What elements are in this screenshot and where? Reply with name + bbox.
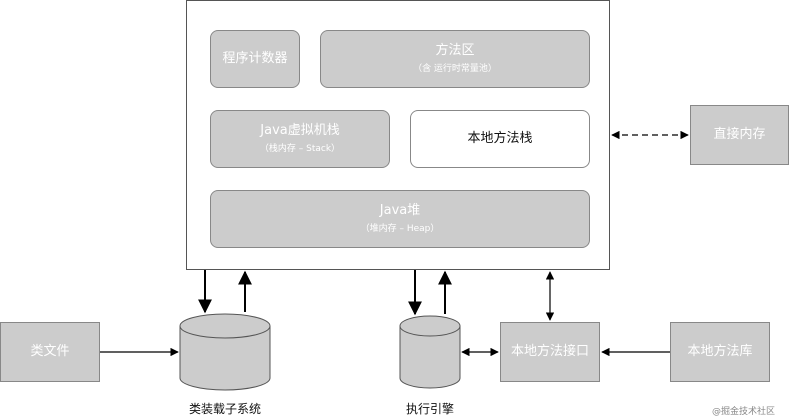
class-loader-cylinder (179, 313, 271, 391)
pc-register-label: 程序计数器 (222, 51, 288, 66)
native-method-stack-label: 本地方法栈 (467, 131, 533, 146)
method-area-title: 方法区 (435, 43, 475, 58)
method-area-box: 方法区 （含 运行时常量池） (320, 30, 590, 88)
native-method-interface-box: 本地方法接口 (500, 322, 600, 382)
direct-memory-label: 直接内存 (713, 127, 766, 142)
pc-register-box: 程序计数器 (210, 30, 300, 88)
native-method-library-box: 本地方法库 (670, 322, 770, 382)
watermark: @掘金技术社区 (712, 407, 776, 417)
java-heap-title: Java堆 (379, 203, 421, 218)
java-heap-box: Java堆 （堆内存 – Heap） (210, 190, 590, 248)
native-method-interface-label: 本地方法接口 (510, 344, 589, 359)
class-file-box: 类文件 (0, 322, 100, 382)
method-area-subtitle: （含 运行时常量池） (413, 64, 497, 74)
direct-memory-box: 直接内存 (690, 105, 789, 165)
native-method-stack-box: 本地方法栈 (410, 110, 590, 168)
execution-engine-caption: 执行引擎 (405, 402, 454, 416)
jvm-stack-box: Java虚拟机栈 （栈内存 – Stack） (210, 110, 390, 168)
java-heap-subtitle: （堆内存 – Heap） (360, 224, 440, 234)
jvm-stack-subtitle: （栈内存 – Stack） (259, 144, 341, 154)
class-file-label: 类文件 (30, 344, 70, 359)
native-method-library-label: 本地方法库 (687, 344, 753, 359)
jvm-stack-title: Java虚拟机栈 (260, 123, 340, 138)
class-loader-caption: 类装载子系统 (188, 402, 261, 416)
execution-engine-cylinder (399, 315, 461, 389)
